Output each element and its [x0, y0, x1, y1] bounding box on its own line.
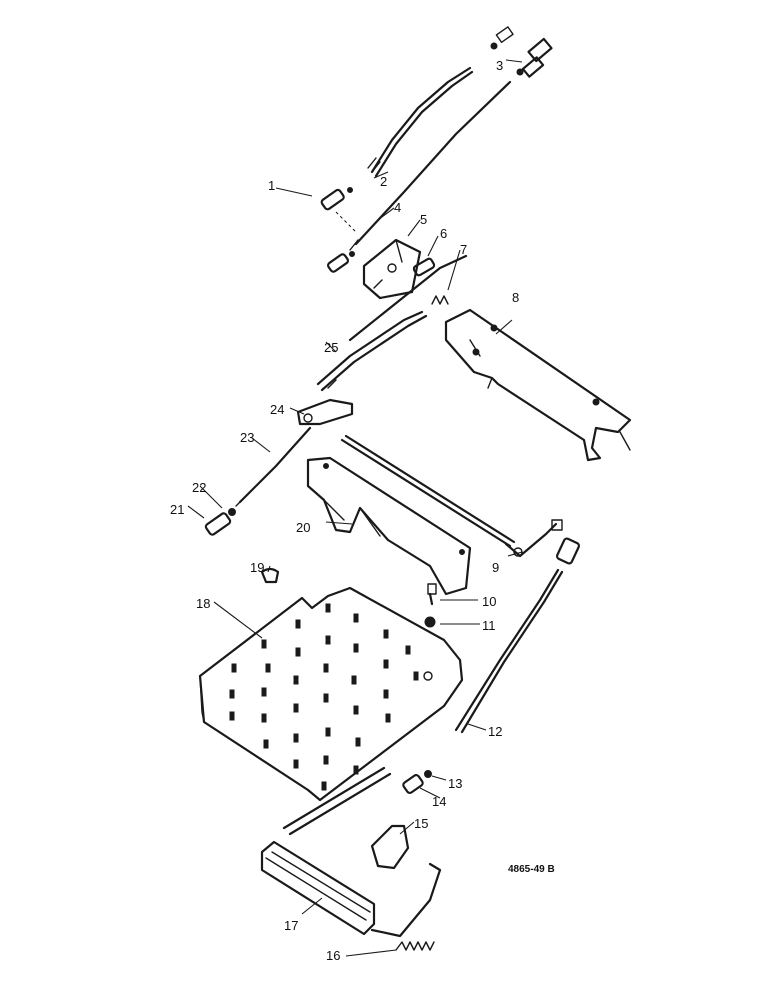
part-8-plate	[444, 308, 632, 462]
part-20-bracket	[306, 456, 472, 596]
part-21-clevis	[204, 512, 232, 536]
part-14-latch	[402, 774, 424, 794]
part-16-spring	[395, 941, 435, 951]
part-1-clevis	[320, 187, 357, 233]
leader-lines	[187, 59, 523, 957]
callout-18: 18	[196, 596, 210, 611]
callout-13: 13	[448, 776, 462, 791]
callout-labels: 1 2 3 4 5 6 7 8 9 10 11 12 13 14 15 16 1…	[170, 58, 519, 963]
callout-20: 20	[296, 520, 310, 535]
part-25-rod	[316, 310, 428, 392]
part-13-pin	[424, 770, 432, 778]
part-15-pad	[370, 824, 410, 870]
callout-25: 25	[324, 340, 338, 355]
callout-12: 12	[488, 724, 502, 739]
callout-1: 1	[268, 178, 275, 193]
callout-24: 24	[270, 402, 284, 417]
part-23-rod	[235, 426, 312, 507]
callout-21: 21	[170, 502, 184, 517]
part-22-nut	[228, 508, 236, 516]
callout-5: 5	[420, 212, 427, 227]
callout-3: 3	[496, 58, 503, 73]
callout-8: 8	[512, 290, 519, 305]
callout-6: 6	[440, 226, 447, 241]
part-10-bolt	[427, 583, 437, 606]
callout-14: 14	[432, 794, 446, 809]
callout-9: 9	[492, 560, 499, 575]
part-17-pedal-frame	[260, 766, 442, 938]
part-7-spring	[431, 295, 449, 305]
part-11-washer	[424, 616, 436, 628]
callout-15: 15	[414, 816, 428, 831]
callout-19: 19	[250, 560, 264, 575]
callout-7: 7	[460, 242, 467, 257]
part-2-rod	[367, 66, 474, 178]
part-6-clip	[412, 257, 436, 277]
callout-11: 11	[482, 618, 496, 633]
callout-2: 2	[380, 174, 387, 189]
part-18-floor-plate	[198, 586, 464, 802]
part-7-link	[348, 254, 468, 342]
callout-23: 23	[240, 430, 254, 445]
callout-4: 4	[394, 200, 401, 215]
callout-10: 10	[482, 594, 496, 609]
floor-plate-slots	[229, 603, 419, 791]
callout-17: 17	[284, 918, 298, 933]
part-12-rod	[454, 537, 581, 734]
part-19-knob	[260, 567, 280, 584]
part-5-bracket	[327, 238, 422, 300]
part-9-shaft	[340, 434, 563, 558]
part-4-rod	[349, 80, 512, 251]
part-3-clevis	[490, 26, 553, 78]
callout-16: 16	[326, 948, 340, 963]
reference-code: 4865-49 B	[508, 864, 555, 875]
callout-22: 22	[192, 480, 206, 495]
part-24-lever	[296, 398, 354, 426]
